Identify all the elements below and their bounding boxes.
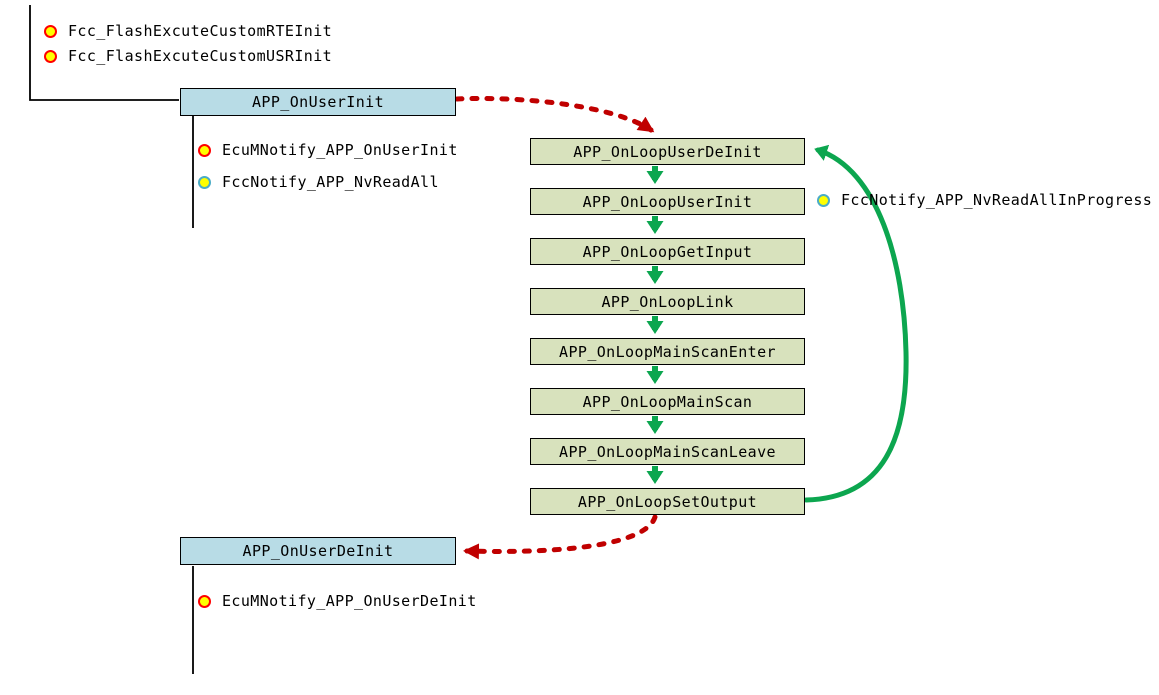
callout-fcc-flash-rte-init: Fcc_FlashExcuteCustomRTEInit <box>44 22 333 40</box>
node-app-onloopmainscanleave: APP_OnLoopMainScanLeave <box>530 438 805 465</box>
node-app-onuserdeinit: APP_OnUserDeInit <box>180 537 456 565</box>
node-app-onloopmainscan: APP_OnLoopMainScan <box>530 388 805 415</box>
node-app-onloopuserdeinit: APP_OnLoopUserDeInit <box>530 138 805 165</box>
callout-ecum-notify-onuserinit: EcuMNotify_APP_OnUserInit <box>198 141 458 159</box>
callout-fcc-notify-nvreadall: FccNotify_APP_NvReadAll <box>198 173 439 191</box>
node-app-onloopmainscanenter: APP_OnLoopMainScanEnter <box>530 338 805 365</box>
callout-fcc-flash-usr-init: Fcc_FlashExcuteCustomUSRInit <box>44 47 333 65</box>
node-label: APP_OnUserDeInit <box>242 542 394 560</box>
node-label: APP_OnLoopLink <box>601 292 734 311</box>
node-app-onuserinit: APP_OnUserInit <box>180 88 456 116</box>
arrow-userinit-to-loopuserdeinit <box>454 95 655 133</box>
node-app-onloopgetinput: APP_OnLoopGetInput <box>530 238 805 265</box>
yellow-blue-ring-bullet-icon <box>817 193 830 207</box>
yellow-red-ring-bullet-icon <box>44 24 57 38</box>
node-label: APP_OnLoopUserDeInit <box>573 142 762 161</box>
arrow-setoutput-to-userdeinit <box>463 514 658 560</box>
node-label: APP_OnLoopUserInit <box>582 192 753 211</box>
callout-label: Fcc_FlashExcuteCustomRTEInit <box>68 22 333 40</box>
callout-label: Fcc_FlashExcuteCustomUSRInit <box>68 47 333 65</box>
callout-label: EcuMNotify_APP_OnUserDeInit <box>222 592 477 610</box>
callout-label: EcuMNotify_APP_OnUserInit <box>222 141 458 159</box>
node-label: APP_OnUserInit <box>251 93 385 111</box>
node-label: APP_OnLoopMainScanEnter <box>559 342 776 361</box>
yellow-red-ring-bullet-icon <box>198 594 211 608</box>
node-label: APP_OnLoopMainScan <box>582 392 753 411</box>
node-label: APP_OnLoopMainScanLeave <box>559 442 776 461</box>
node-app-onloopsetoutput: APP_OnLoopSetOutput <box>530 488 805 515</box>
callout-label: FccNotify_APP_NvReadAll <box>222 173 439 191</box>
node-label: APP_OnLoopGetInput <box>582 242 753 261</box>
callout-label: FccNotify_APP_NvReadAllInProgress <box>841 191 1153 209</box>
yellow-red-ring-bullet-icon <box>198 143 211 157</box>
yellow-blue-ring-bullet-icon <box>198 175 211 189</box>
node-label: APP_OnLoopSetOutput <box>577 492 758 511</box>
node-app-onlooplink: APP_OnLoopLink <box>530 288 805 315</box>
callout-fcc-notify-nvreadall-inprogress: FccNotify_APP_NvReadAllInProgress <box>817 191 1153 209</box>
yellow-red-ring-bullet-icon <box>44 49 57 63</box>
node-app-onloopuserinit: APP_OnLoopUserInit <box>530 188 805 215</box>
callout-ecum-notify-onuserdeinit: EcuMNotify_APP_OnUserDeInit <box>198 592 477 610</box>
